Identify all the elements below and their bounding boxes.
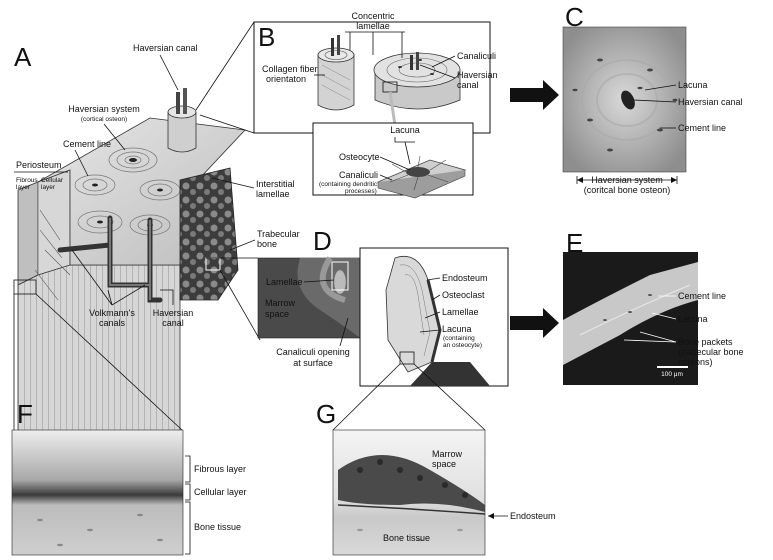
label-concentric-l2: lamellae bbox=[356, 21, 390, 31]
trabecular-region bbox=[180, 168, 238, 300]
label-canaliculi-opening-l1: Canaliculi opening bbox=[276, 347, 350, 357]
label-periosteum: Periosteum bbox=[16, 160, 62, 170]
label-haversian-canal-bottom-l2: canal bbox=[162, 318, 184, 328]
label-trabecular-l1: Trabecular bbox=[257, 229, 300, 239]
panel-letter-a: A bbox=[14, 42, 32, 72]
label-marrow-d-l2: space bbox=[265, 309, 289, 319]
label-haversian-system-c: Haversian system bbox=[591, 175, 663, 185]
label-canaliculi-b: Canaliculi bbox=[457, 51, 496, 61]
label-cement-line-e: Cement line bbox=[678, 291, 726, 301]
label-marrow-d-l1: Marrow bbox=[265, 298, 296, 308]
label-cellular-layer-l1: Cellular bbox=[41, 177, 64, 184]
label-canaliculi-inset: Canaliculi bbox=[339, 170, 378, 180]
label-haversian-b-l1: Haversian bbox=[457, 70, 498, 80]
haversian-vessel bbox=[176, 92, 180, 114]
label-haversian-system-sub: (cortical osteon) bbox=[81, 116, 127, 123]
label-haversian-canal-c: Haversian canal bbox=[678, 97, 743, 107]
label-lacuna-e: Lacuna bbox=[678, 314, 708, 324]
label-bone-packets-l2: (trabecular bone bbox=[678, 347, 744, 357]
label-lamellae-d: Lamellae bbox=[266, 277, 303, 287]
label-lacuna-d-sub-l2: an osteocyte) bbox=[443, 342, 482, 349]
arrow-b-to-c bbox=[510, 80, 559, 110]
label-concentric-l1: Concentric bbox=[351, 11, 395, 21]
label-lacuna-d: Lacuna bbox=[442, 324, 472, 334]
panel-e: E Cement line Lacuna Bone packets (trabe… bbox=[563, 228, 744, 385]
scale-bar-label: 100 μm bbox=[661, 371, 683, 378]
label-lamellae-d-right: Lamellae bbox=[442, 307, 479, 317]
bone-block-side bbox=[18, 265, 180, 445]
label-haversian-canal-top: Haversian canal bbox=[133, 43, 198, 53]
label-bone-packets-l3: osteons) bbox=[678, 357, 713, 367]
label-collagen-l2: orientaton bbox=[266, 74, 306, 84]
panel-b: B Concentric lamellae Collagen fiber ori… bbox=[254, 11, 498, 133]
periosteum-layer bbox=[18, 182, 38, 285]
panel-letter-g: G bbox=[316, 399, 336, 429]
label-lacuna-b: Lacuna bbox=[390, 125, 420, 135]
label-haversian-canal-bottom-l1: Haversian bbox=[153, 308, 194, 318]
label-endosteum-d: Endosteum bbox=[442, 273, 488, 283]
label-cellular-layer-l2: layer bbox=[41, 184, 56, 191]
label-trabecular-l2: bone bbox=[257, 239, 277, 249]
label-collagen-l1: Collagen fiber bbox=[262, 64, 318, 74]
zoom-lines-a-to-b bbox=[196, 22, 254, 133]
label-bone-packets-l1: Bone packets bbox=[678, 337, 733, 347]
panel-c: C Lacuna Haversian canal Cement line Hav… bbox=[563, 2, 743, 195]
label-canaliculi-sub-l1: (containing dendritic bbox=[319, 181, 378, 188]
label-marrow-g-l2: space bbox=[432, 459, 456, 469]
label-volkmanns-l1: Volkmann's bbox=[89, 308, 135, 318]
panel-f-micrograph bbox=[12, 430, 183, 555]
label-haversian-system-c-sub: (coritcal bone osteon) bbox=[584, 185, 671, 195]
arrow-d-to-e bbox=[510, 308, 559, 338]
panel-d: D Lamellae Marrow space Canaliculi openi… bbox=[258, 226, 508, 386]
label-fibrous-layer-f: Fibrous layer bbox=[194, 464, 246, 474]
osteocyte-cell bbox=[406, 167, 430, 177]
panel-g: G Marrow space Endosteum Bone tissue bbox=[316, 399, 556, 555]
panel-letter-b: B bbox=[258, 22, 275, 52]
label-osteoclast: Osteoclast bbox=[442, 290, 485, 300]
label-osteocyte: Osteocyte bbox=[339, 152, 380, 162]
panel-letter-f: F bbox=[17, 399, 33, 429]
label-endosteum-g: Endosteum bbox=[510, 511, 556, 521]
label-fibrous-layer-l1: Fibrous bbox=[16, 177, 38, 184]
label-canaliculi-opening-l2: at surface bbox=[293, 358, 333, 368]
panel-letter-d: D bbox=[313, 226, 332, 256]
label-canaliculi-sub-l2: processes) bbox=[345, 188, 377, 195]
label-volkmanns-l2: canals bbox=[99, 318, 126, 328]
panel-letter-e: E bbox=[566, 228, 583, 258]
label-marrow-g-l1: Marrow bbox=[432, 449, 463, 459]
label-haversian-system: Haversian system bbox=[68, 104, 140, 114]
label-cement-line-a: Cement line bbox=[63, 139, 111, 149]
panel-b-inset: Lacuna Osteocyte Canaliculi (containing … bbox=[313, 123, 473, 198]
label-fibrous-layer-l2: layer bbox=[16, 184, 31, 191]
label-bone-tissue-f: Bone tissue bbox=[194, 522, 241, 532]
label-lacuna-d-sub-l1: (containing bbox=[443, 335, 475, 342]
label-cement-line-c: Cement line bbox=[678, 123, 726, 133]
label-haversian-b-l2: canal bbox=[457, 80, 479, 90]
label-cellular-layer-f: Cellular layer bbox=[194, 487, 247, 497]
label-interstitial-l1: Interstitial bbox=[256, 179, 295, 189]
panel-letter-c: C bbox=[565, 2, 584, 32]
label-interstitial-l2: lamellae bbox=[256, 189, 290, 199]
label-lacuna-c: Lacuna bbox=[678, 80, 708, 90]
label-bone-tissue-g: Bone tissue bbox=[383, 533, 430, 543]
